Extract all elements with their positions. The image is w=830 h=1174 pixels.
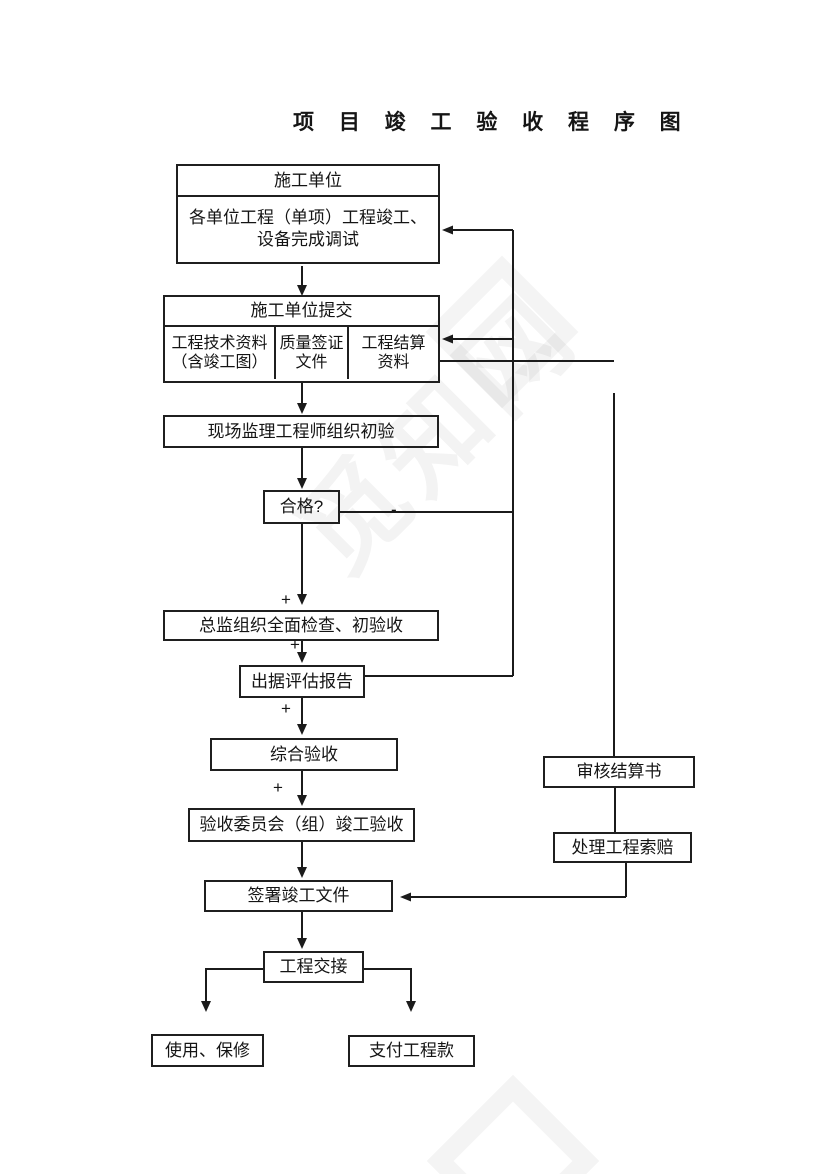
- box-construction-unit-header: 施工单位: [178, 166, 438, 197]
- label-plus-4: +: [273, 778, 283, 797]
- label-plus-3: +: [281, 699, 291, 718]
- arrow-box4-to-box5: [297, 641, 307, 663]
- box-construction-unit-body-line1: 各单位工程（单项）工程竣工、: [189, 208, 427, 228]
- cell-quality-cert-line1: 质量签证: [279, 334, 344, 352]
- cell-settlement-docs-line2: 资料: [377, 354, 410, 371]
- cell-quality-cert: 质量签证 文件: [276, 327, 349, 379]
- cell-tech-docs: 工程技术资料 （含竣工图）: [165, 327, 276, 379]
- cell-tech-docs-line2: （含竣工图）: [171, 354, 268, 371]
- label-minus: -: [391, 500, 397, 519]
- box-construction-unit-submit: 施工单位提交 工程技术资料 （含竣工图） 质量签证 文件 工程结算 资料: [163, 295, 440, 383]
- box-use-warranty: 使用、保修: [151, 1034, 264, 1067]
- box-construction-unit-submit-header: 施工单位提交: [165, 297, 438, 327]
- box-acceptance-committee: 验收委员会（组）竣工验收: [188, 808, 415, 842]
- feedback-line-inner: [340, 225, 514, 677]
- box-handle-claims: 处理工程索赔: [553, 832, 692, 863]
- box-construction-unit-body-line2: 设备完成调试: [257, 229, 359, 249]
- cell-settlement-docs-line1: 工程结算: [361, 334, 426, 352]
- arrow-box7-to-box8: [297, 842, 307, 878]
- box-chief-supervisor-inspection: 总监组织全面检查、初验收: [163, 610, 439, 641]
- box-issue-evaluation-report: 出据评估报告: [239, 665, 365, 698]
- cell-quality-cert-line2: 文件: [295, 354, 328, 371]
- arrow-box3-to-decision: [297, 448, 307, 489]
- box-comprehensive-acceptance: 综合验收: [210, 738, 398, 771]
- arrow-box5-to-box6: [297, 698, 307, 735]
- cell-settlement-docs: 工程结算 资料: [349, 327, 438, 379]
- box-construction-unit: 施工单位 各单位工程（单项）工程竣工、 设备完成调试: [176, 164, 440, 264]
- label-plus-2: +: [290, 635, 300, 654]
- label-plus-1: +: [281, 590, 291, 609]
- page-title: 项 目 竣 工 验 收 程 序 图: [293, 111, 691, 134]
- box-site-supervisor-initial-check: 现场监理工程师组织初验: [163, 415, 439, 448]
- box-sign-completion-documents: 签署竣工文件: [204, 880, 393, 912]
- cell-tech-docs-line1: 工程技术资料: [171, 334, 268, 352]
- box-pay-project-funds: 支付工程款: [348, 1035, 475, 1067]
- arrow-decision-to-box4: [297, 524, 307, 605]
- arrow-box9-to-box10: [201, 968, 263, 1012]
- arrow-box6-to-box7: [297, 771, 307, 806]
- box-construction-unit-body: 各单位工程（单项）工程竣工、 设备完成调试: [178, 197, 438, 272]
- arrow-box8-to-box9: [297, 912, 307, 949]
- arrow-box9-to-box11: [364, 968, 416, 1012]
- feedback-line-outer: [400, 360, 627, 902]
- arrow-box1-to-box2: [297, 266, 307, 296]
- box-project-handover: 工程交接: [263, 951, 364, 983]
- arrow-box2-to-box3: [297, 383, 307, 414]
- box-review-settlement: 审核结算书: [543, 756, 695, 788]
- decision-qualified: 合格?: [263, 490, 340, 524]
